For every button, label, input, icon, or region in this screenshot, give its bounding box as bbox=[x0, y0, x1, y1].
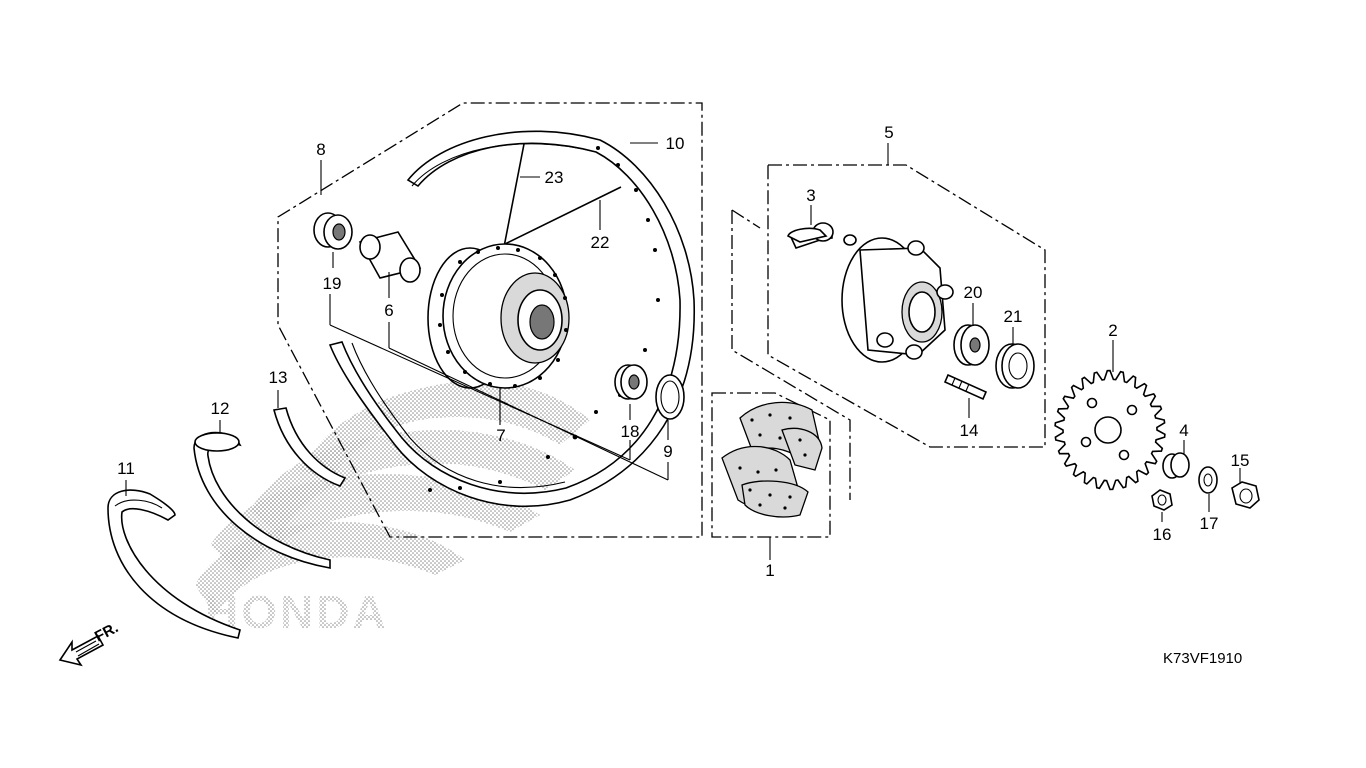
callout-9: 9 bbox=[663, 442, 672, 461]
nut-16 bbox=[1151, 489, 1173, 511]
callout-14: 14 bbox=[960, 421, 979, 440]
wheel-damper-rubbers bbox=[721, 401, 823, 518]
callout-23: 23 bbox=[545, 168, 564, 187]
callout-4: 4 bbox=[1179, 421, 1188, 440]
callout-11: 11 bbox=[117, 459, 135, 478]
callout-2: 2 bbox=[1108, 321, 1117, 340]
hub-group-outline bbox=[767, 164, 1046, 448]
callout-22: 22 bbox=[591, 233, 610, 252]
callout-18: 18 bbox=[621, 422, 640, 441]
callout-15: 15 bbox=[1231, 451, 1250, 470]
washer-17 bbox=[1198, 466, 1218, 494]
callout-21: 21 bbox=[1004, 307, 1023, 326]
callout-5: 5 bbox=[884, 123, 893, 142]
distance-collar-6 bbox=[358, 231, 422, 283]
callout-19: 19 bbox=[323, 274, 342, 293]
diagram-code: K73VF1910 bbox=[1163, 650, 1242, 667]
callout-3: 3 bbox=[806, 186, 815, 205]
wheel-hub bbox=[427, 243, 570, 389]
damper-group-outline bbox=[711, 209, 851, 538]
callout-10: 10 bbox=[666, 134, 685, 153]
oil-seal-21 bbox=[995, 343, 1035, 389]
dust-seal-9 bbox=[655, 374, 685, 420]
front-direction-indicator: FR. bbox=[58, 619, 121, 667]
sprocket-hub-flange bbox=[841, 234, 954, 363]
honda-logo-watermark: HONDA bbox=[195, 380, 590, 638]
bearing-20 bbox=[953, 324, 990, 366]
tube-12 bbox=[193, 431, 331, 569]
callout-7: 7 bbox=[496, 426, 505, 445]
nut-15 bbox=[1231, 481, 1260, 509]
bearing-18 bbox=[614, 364, 648, 400]
rim-band-13 bbox=[273, 407, 347, 487]
final-driven-sprocket bbox=[1054, 369, 1166, 491]
callout-20: 20 bbox=[964, 283, 983, 302]
stud-bolt-14 bbox=[943, 373, 988, 401]
callout-12: 12 bbox=[211, 399, 230, 418]
callout-labels: 1 2 3 4 5 6 7 8 9 10 11 12 13 14 15 16 1… bbox=[117, 123, 1249, 580]
bearing-19 bbox=[313, 212, 353, 250]
callout-13: 13 bbox=[269, 368, 288, 387]
collar-3 bbox=[787, 222, 834, 249]
callout-8: 8 bbox=[316, 140, 325, 159]
callout-6: 6 bbox=[384, 301, 393, 320]
callout-16: 16 bbox=[1153, 525, 1172, 544]
callout-1: 1 bbox=[765, 561, 774, 580]
collar-4 bbox=[1162, 452, 1190, 479]
tire-11 bbox=[107, 489, 241, 639]
callout-17: 17 bbox=[1200, 514, 1219, 533]
spoke-22 bbox=[504, 186, 622, 245]
leader-lines bbox=[125, 142, 1241, 560]
